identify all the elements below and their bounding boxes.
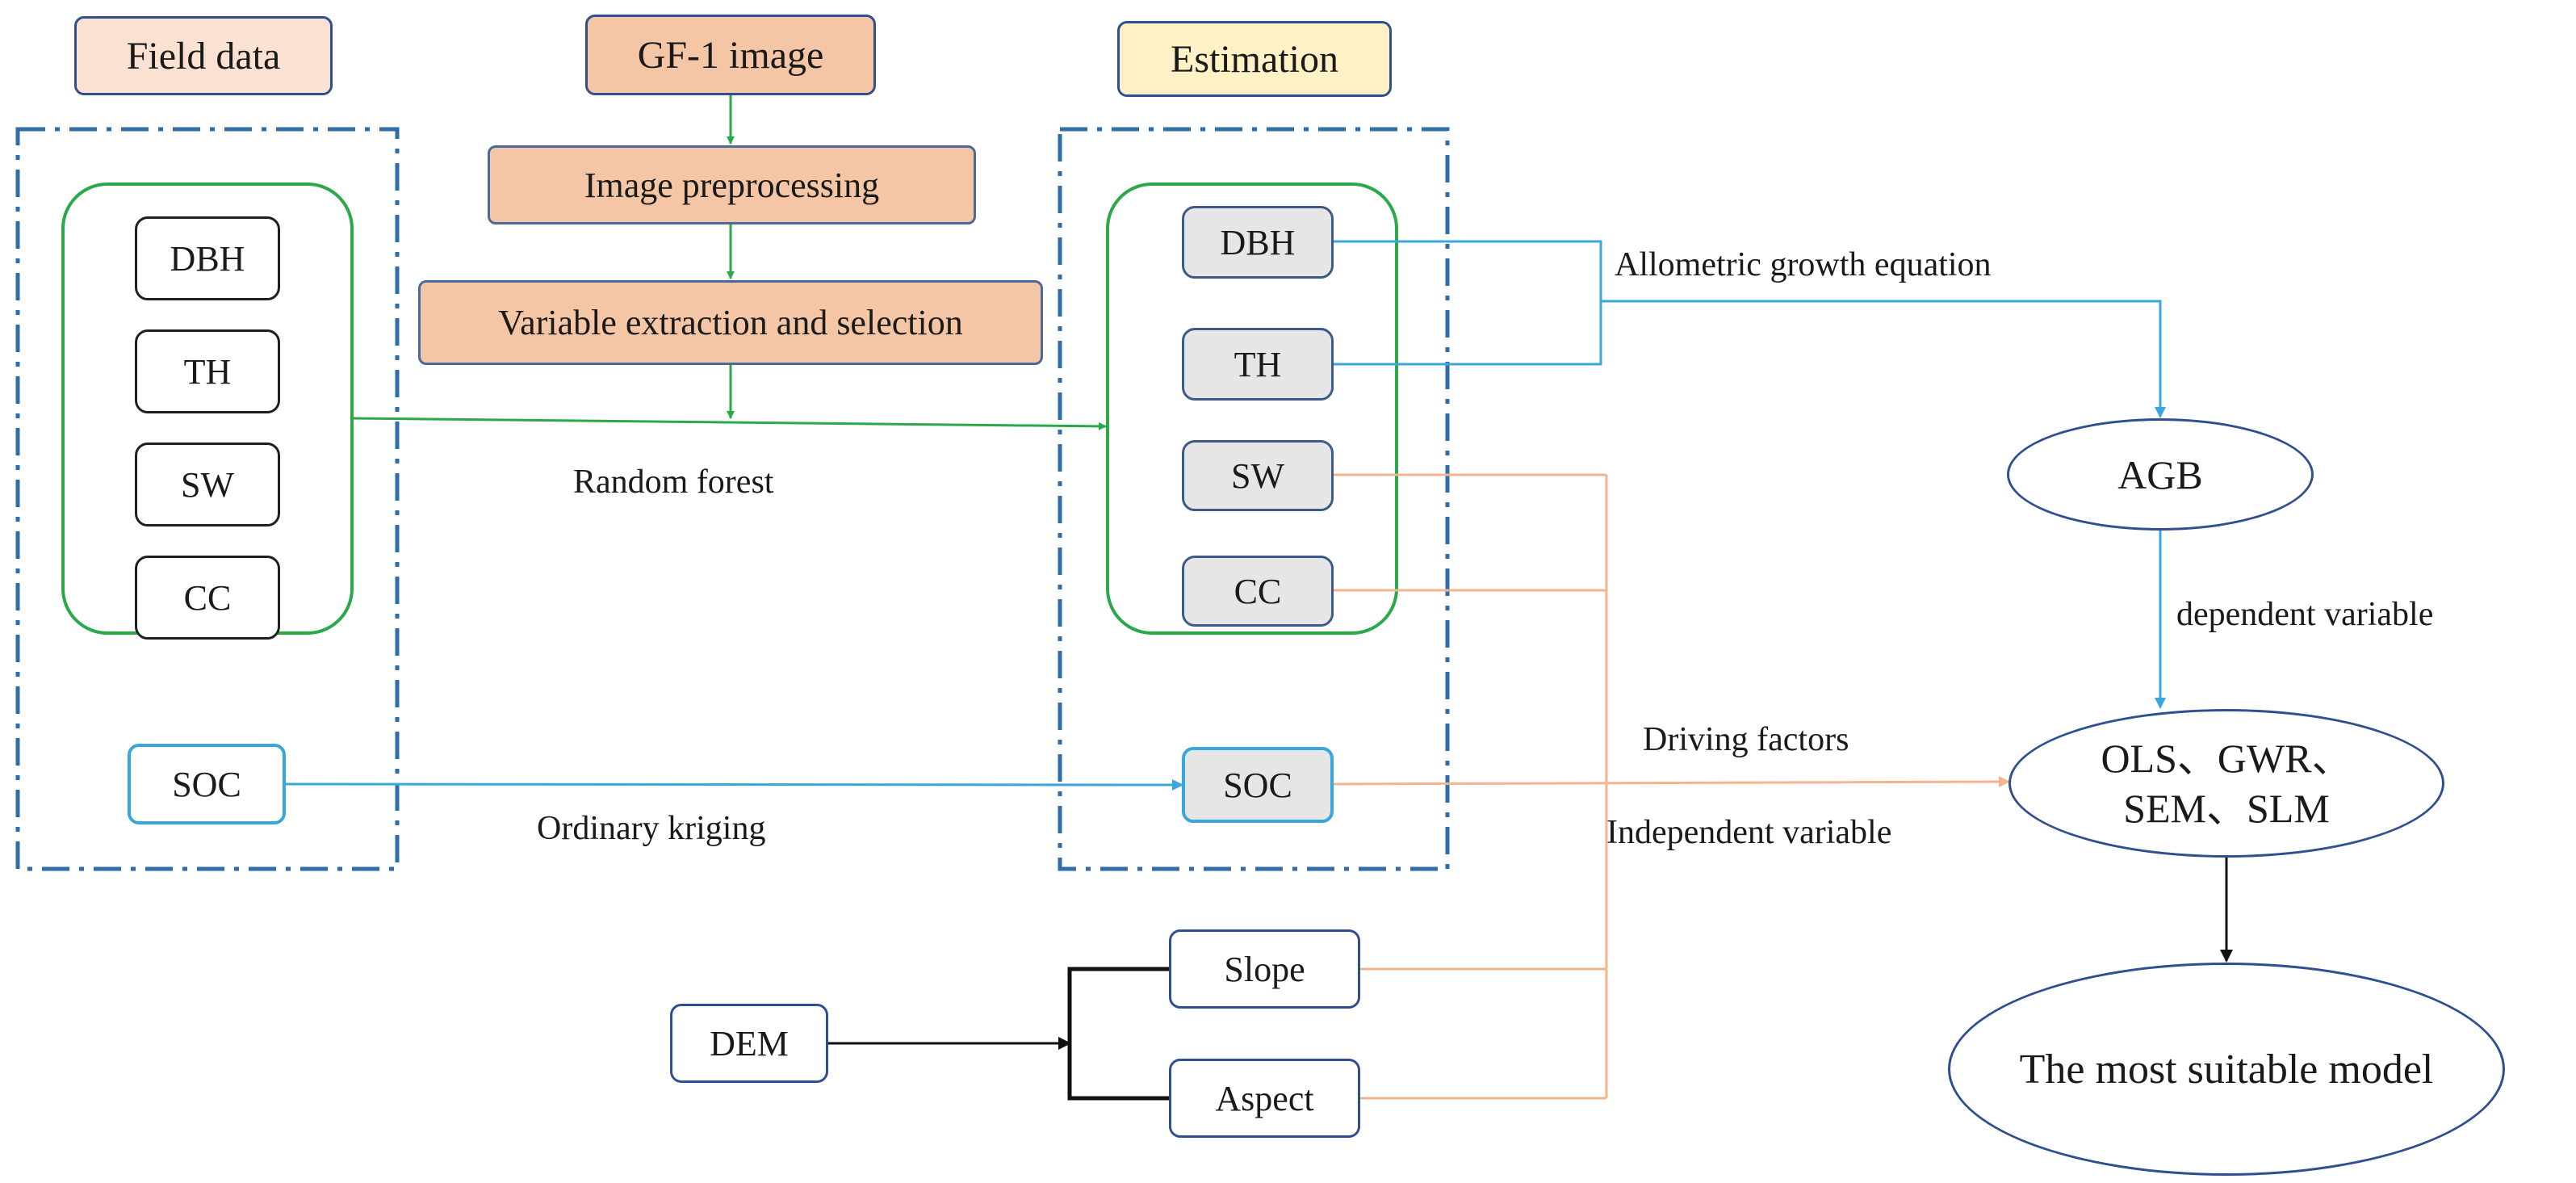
models-line-1: OLS、GWR、 bbox=[2101, 735, 2352, 781]
random-forest-label: Random forest bbox=[573, 464, 774, 501]
est-var-cc: CC bbox=[1182, 556, 1334, 627]
estimation-frame bbox=[1058, 127, 1450, 871]
header-estimation: Estimation bbox=[1117, 21, 1392, 97]
ordinary-kriging-arrow bbox=[285, 778, 1183, 791]
est-vars-group bbox=[1106, 182, 1398, 635]
field-var-cc: CC bbox=[135, 556, 280, 640]
allometric-arrow bbox=[1601, 300, 2166, 418]
random-forest-arrow bbox=[351, 417, 1107, 430]
agb-label: AGB bbox=[2117, 451, 2203, 497]
field-data-frame bbox=[15, 127, 400, 871]
allometric-label: Allometric growth equation bbox=[1615, 246, 1992, 283]
field-var-sw: SW bbox=[135, 443, 280, 526]
image-preprocessing-box: Image preprocessing bbox=[488, 145, 976, 224]
models-ellipse: OLS、GWR、 SEM、SLM bbox=[2008, 709, 2444, 858]
slope-box: Slope bbox=[1169, 929, 1360, 1009]
est-var-dbh: DBH bbox=[1182, 206, 1334, 279]
allometric-lines bbox=[1334, 240, 1602, 366]
independent-variable-label: Independent variable bbox=[1606, 814, 1892, 851]
dem-box: DEM bbox=[670, 1004, 828, 1083]
aspect-box: Aspect bbox=[1169, 1059, 1360, 1138]
field-var-th: TH bbox=[135, 329, 280, 413]
best-model-label: The most suitable model bbox=[2019, 1046, 2434, 1093]
driving-factors-label: Driving factors bbox=[1643, 721, 1849, 758]
models-line-2: SEM、SLM bbox=[2123, 786, 2330, 831]
field-var-dbh: DBH bbox=[135, 216, 280, 300]
slope-aspect-bracket bbox=[1067, 967, 1169, 1101]
variable-extraction-box: Variable extraction and selection bbox=[418, 280, 1043, 365]
est-var-sw: SW bbox=[1182, 440, 1334, 511]
header-gf1-image: GF-1 image bbox=[585, 15, 876, 95]
dependent-variable-label: dependent variable bbox=[2176, 596, 2434, 633]
agb-ellipse: AGB bbox=[2007, 418, 2314, 531]
driving-factors-arrow bbox=[1333, 776, 2010, 788]
ordinary-kriging-label: Ordinary kriging bbox=[537, 810, 766, 847]
header-field-data: Field data bbox=[74, 16, 333, 95]
field-soc: SOC bbox=[128, 744, 286, 824]
est-var-th: TH bbox=[1182, 328, 1334, 401]
best-model-ellipse: The most suitable model bbox=[1948, 963, 2505, 1176]
est-soc: SOC bbox=[1182, 747, 1334, 823]
